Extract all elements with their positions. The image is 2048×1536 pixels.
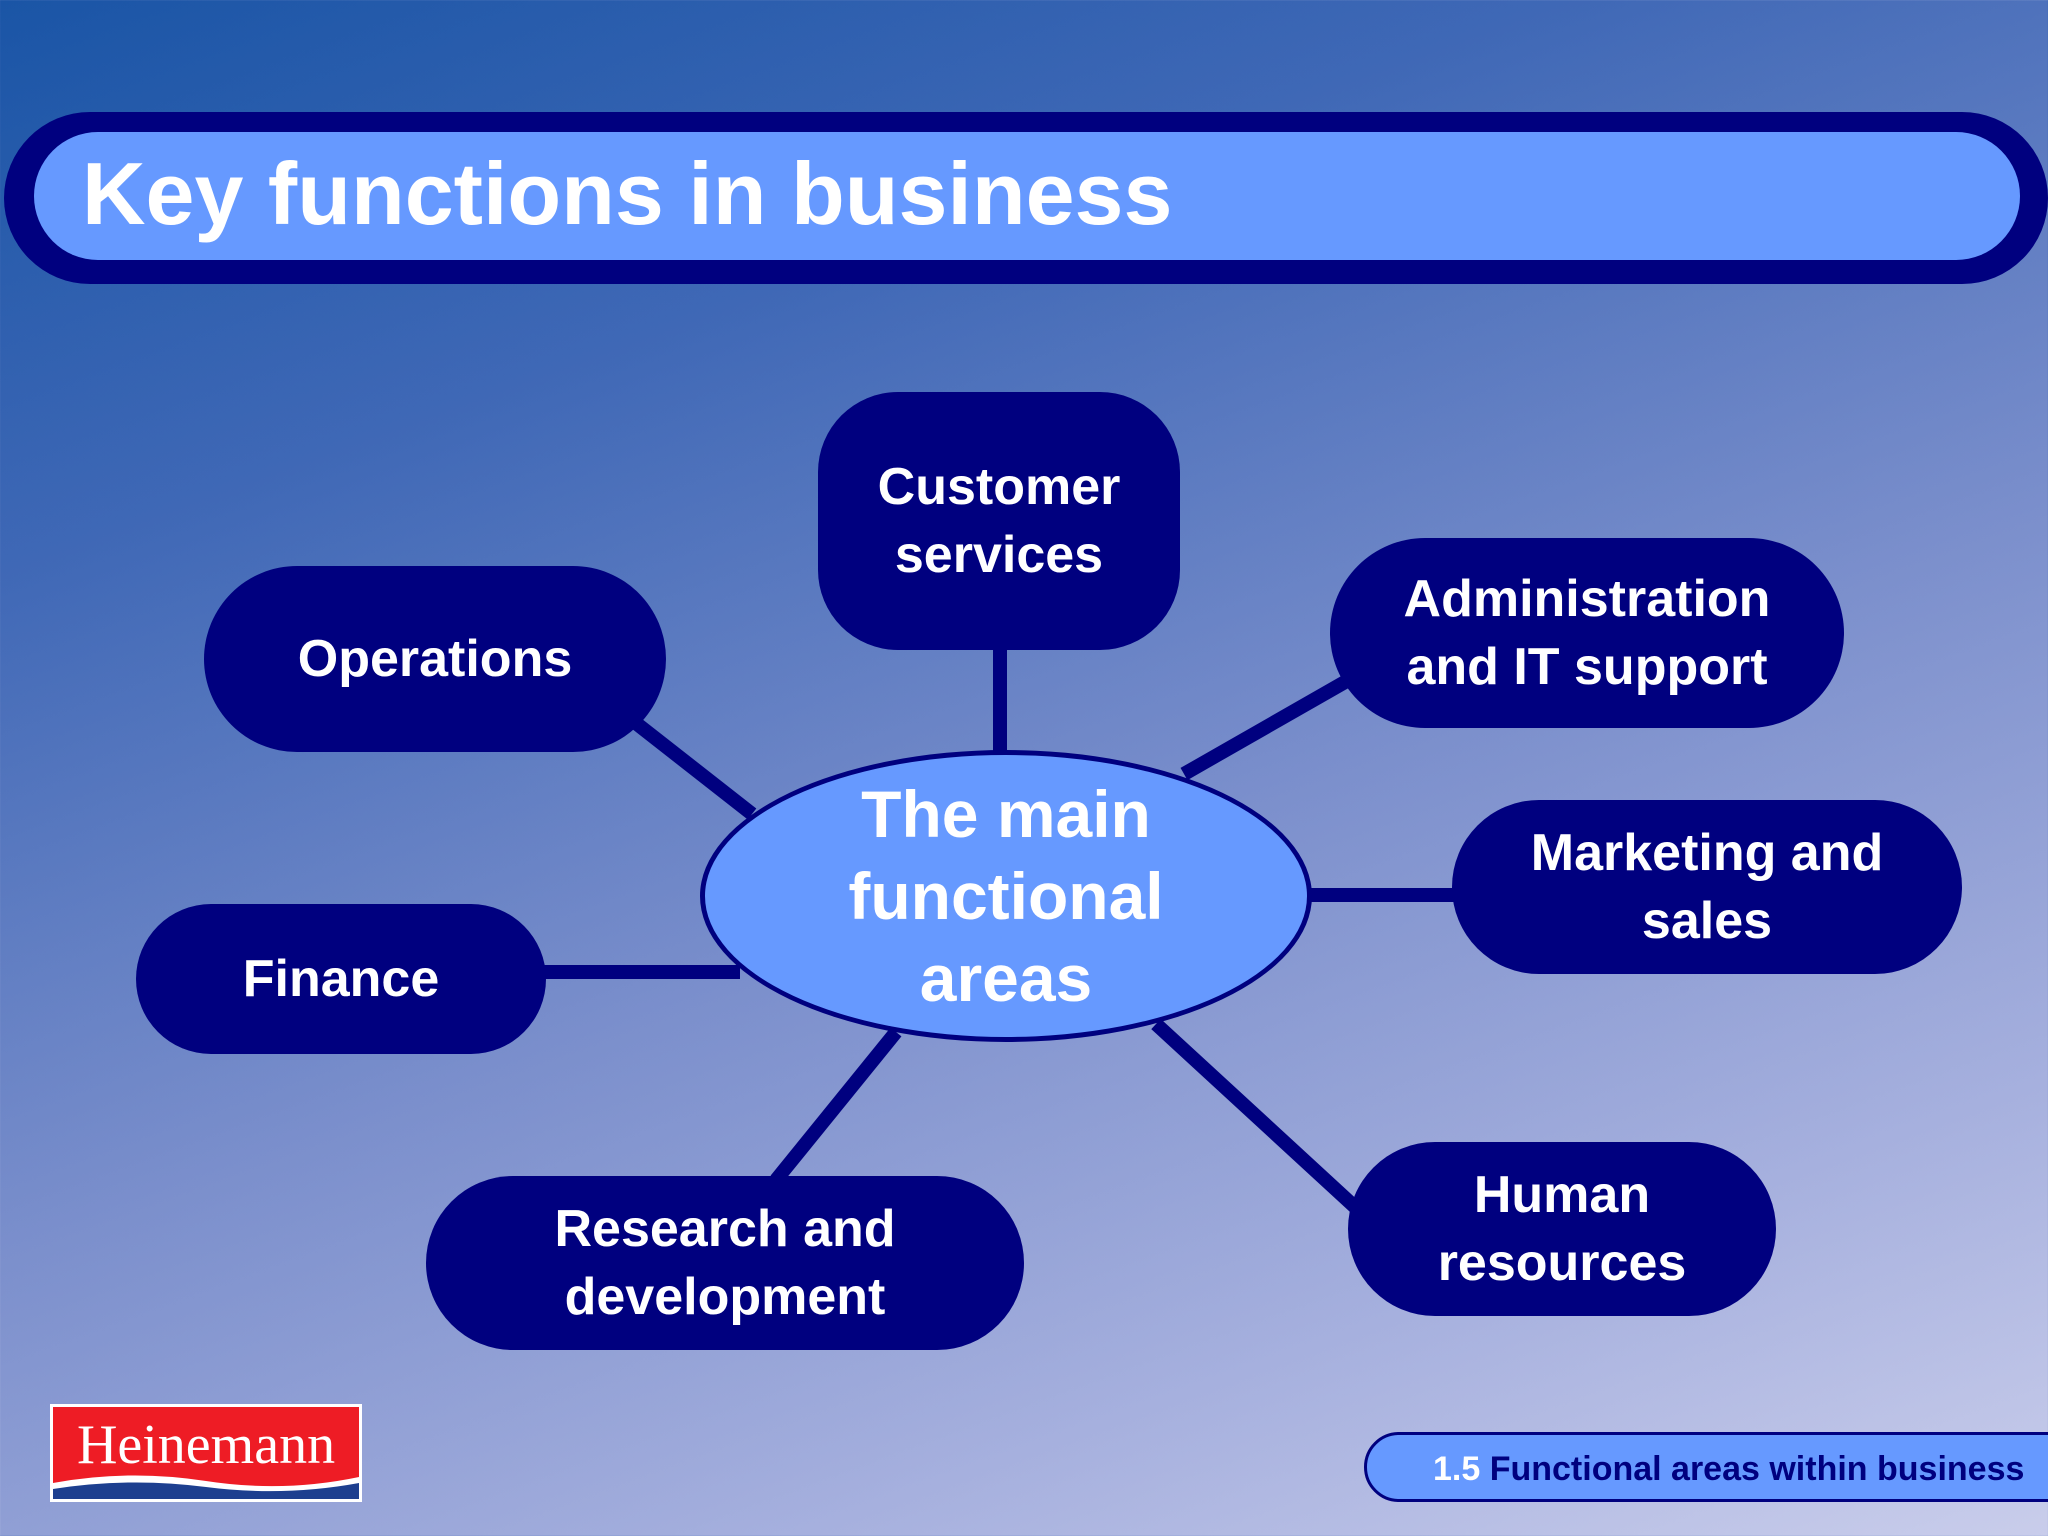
logo-wordmark: Heinemann xyxy=(76,1414,336,1476)
node-operations: Operations xyxy=(204,566,666,752)
connector-operations xyxy=(627,714,757,820)
slide-title: Key functions in business xyxy=(82,144,1173,243)
logo-wave-icon xyxy=(53,1475,359,1499)
connector-research xyxy=(770,1027,902,1185)
title-bar: Key functions in business xyxy=(4,112,2048,284)
node-administration: Administration and IT support xyxy=(1330,538,1844,728)
section-footer-text: 1.5 Functional areas within business xyxy=(1433,1449,2024,1489)
heinemann-logo: Heinemann xyxy=(50,1404,362,1502)
section-title: Functional areas within business xyxy=(1489,1450,2025,1488)
connector-human-resources xyxy=(1151,1018,1361,1214)
node-marketing: Marketing and sales xyxy=(1452,800,1962,974)
connector-administration xyxy=(1180,671,1356,781)
node-research: Research and development xyxy=(426,1176,1024,1350)
node-finance: Finance xyxy=(136,904,546,1054)
center-ellipse: The main functional areas xyxy=(700,750,1312,1042)
node-human-resources: Human resources xyxy=(1348,1142,1776,1316)
section-number: 1.5 xyxy=(1433,1450,1481,1488)
title-inner-pill: Key functions in business xyxy=(34,132,2020,260)
node-customer-services: Customer services xyxy=(818,392,1180,650)
section-footer: 1.5 Functional areas within business xyxy=(1364,1432,2048,1502)
